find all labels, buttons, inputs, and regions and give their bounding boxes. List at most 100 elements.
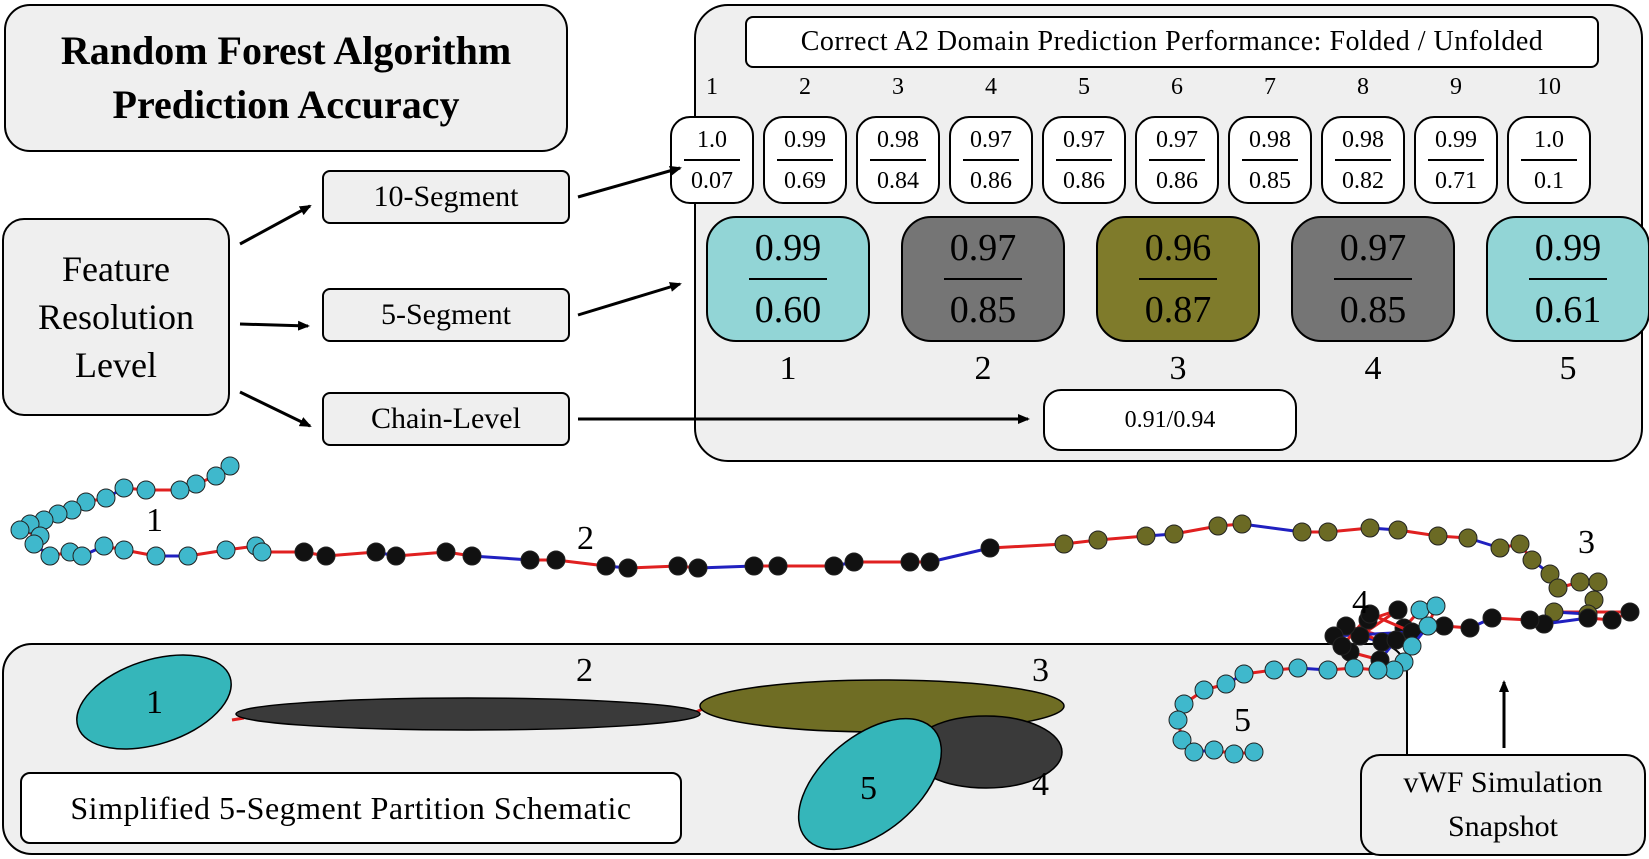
molecule-bead [316,546,336,566]
folded-accuracy: 0.97 [1339,226,1407,269]
molecule-bead [1292,522,1312,542]
feature-resolution-box: Feature Resolution Level [2,218,230,416]
molecule-bead [1208,516,1228,536]
molecule-bead [744,556,764,576]
fraction-bar [1242,158,1298,161]
snapshot-caption-line-1: vWF Simulation [1403,766,1603,799]
unfolded-accuracy: 0.86 [970,167,1012,194]
schematic-segment-2 [235,697,701,731]
molecule-bead [1602,610,1622,630]
molecule-bead [1088,530,1108,550]
molecule-bead [1232,514,1252,534]
feature-line-3: Level [75,345,157,385]
molecule-bead [596,556,616,576]
fraction-bar [1149,158,1205,161]
folded-accuracy: 0.99 [754,226,822,269]
unfolded-accuracy: 0.86 [1063,167,1105,194]
molecule-bead [1548,578,1568,598]
molecule-bead [768,556,788,576]
molecule-bead [146,546,166,566]
molecule-bead [1428,526,1448,546]
molecule-bead [216,540,236,560]
molecule-bead [1164,524,1184,544]
molecule-bead [1216,674,1236,694]
molecule-bead [1578,608,1598,628]
folded-accuracy: 1.0 [697,126,727,153]
folded-accuracy: 0.97 [1063,126,1105,153]
schematic-segment-5 [797,717,943,851]
unfolded-accuracy: 0.1 [1534,167,1564,194]
unfolded-accuracy: 0.84 [877,167,919,194]
unfolded-accuracy: 0.87 [1144,289,1212,332]
molecule-bead [386,546,406,566]
ten-segment-number: 7 [1264,74,1276,100]
arrow-to-five-segment [239,320,310,331]
molecule-bead [1318,522,1338,542]
fraction-bar [963,158,1019,161]
five-segment-number: 4 [1364,350,1382,387]
five-segment-number: 1 [779,350,797,387]
ten-segment-cell: 0.98 0.84 [856,116,940,204]
molecule-label-3: 3 [1578,524,1595,561]
molecule-bead [668,556,688,576]
folded-accuracy: 0.99 [1435,126,1477,153]
molecule-bead [546,550,566,570]
molecule-bead [688,558,708,578]
molecule-bead [1520,610,1540,630]
folded-accuracy: 0.99 [1534,226,1602,269]
schematic-label-4: 4 [1032,766,1049,803]
molecule-bead [1194,680,1214,700]
title-line-1: Random Forest Algorithm [60,28,512,73]
molecule-bead [1174,694,1194,714]
molecule-label-1: 1 [146,502,163,539]
molecule-bead [1418,616,1438,636]
arrow-ten-to-results [577,165,682,199]
molecule-label-5: 5 [1234,702,1251,739]
molecule-bead [1522,550,1542,570]
ten-segment-number: 4 [985,74,997,100]
molecule-bead [824,556,844,576]
ten-segment-number: 6 [1171,74,1183,100]
molecule-bead [1388,600,1408,620]
molecule-bead [1054,534,1074,554]
five-segment-box: 5-Segment [322,288,570,342]
chain-level-value: 0.91/0.94 [1043,389,1297,451]
schematic-segment-1 [76,654,232,750]
molecule-bead [10,520,30,540]
molecule-bead [114,540,134,560]
molecule-bead [1368,660,1388,680]
fraction-bar [684,158,740,161]
molecule-bead [220,456,240,476]
molecule-bead [1388,520,1408,540]
molecule-label-4: 4 [1352,584,1369,621]
unfolded-accuracy: 0.86 [1156,167,1198,194]
ten-segment-number: 5 [1078,74,1090,100]
molecule-bead [1244,742,1264,762]
molecule-bead [1360,518,1380,538]
folded-accuracy: 0.96 [1144,226,1212,269]
molecule-bead [520,550,540,570]
molecule-bead [96,488,116,508]
molecule-bead [1490,538,1510,558]
molecule-bead [294,542,314,562]
unfolded-accuracy: 0.85 [1249,167,1291,194]
molecule-bead [1350,626,1370,646]
unfolded-accuracy: 0.60 [754,289,822,332]
folded-accuracy: 0.98 [1342,126,1384,153]
molecule-bond [989,542,1065,550]
molecule-bead [1460,618,1480,638]
folded-accuracy: 1.0 [1534,126,1564,153]
molecule-bead [618,558,638,578]
molecule-bead [72,546,92,566]
molecule-bead [1234,664,1254,684]
folded-accuracy: 0.98 [877,126,919,153]
folded-accuracy: 0.97 [970,126,1012,153]
molecule-bond [1241,522,1303,534]
molecule-bead [900,552,920,572]
molecule-bead [1570,572,1590,592]
partition-schematic-shapes [76,654,1065,851]
